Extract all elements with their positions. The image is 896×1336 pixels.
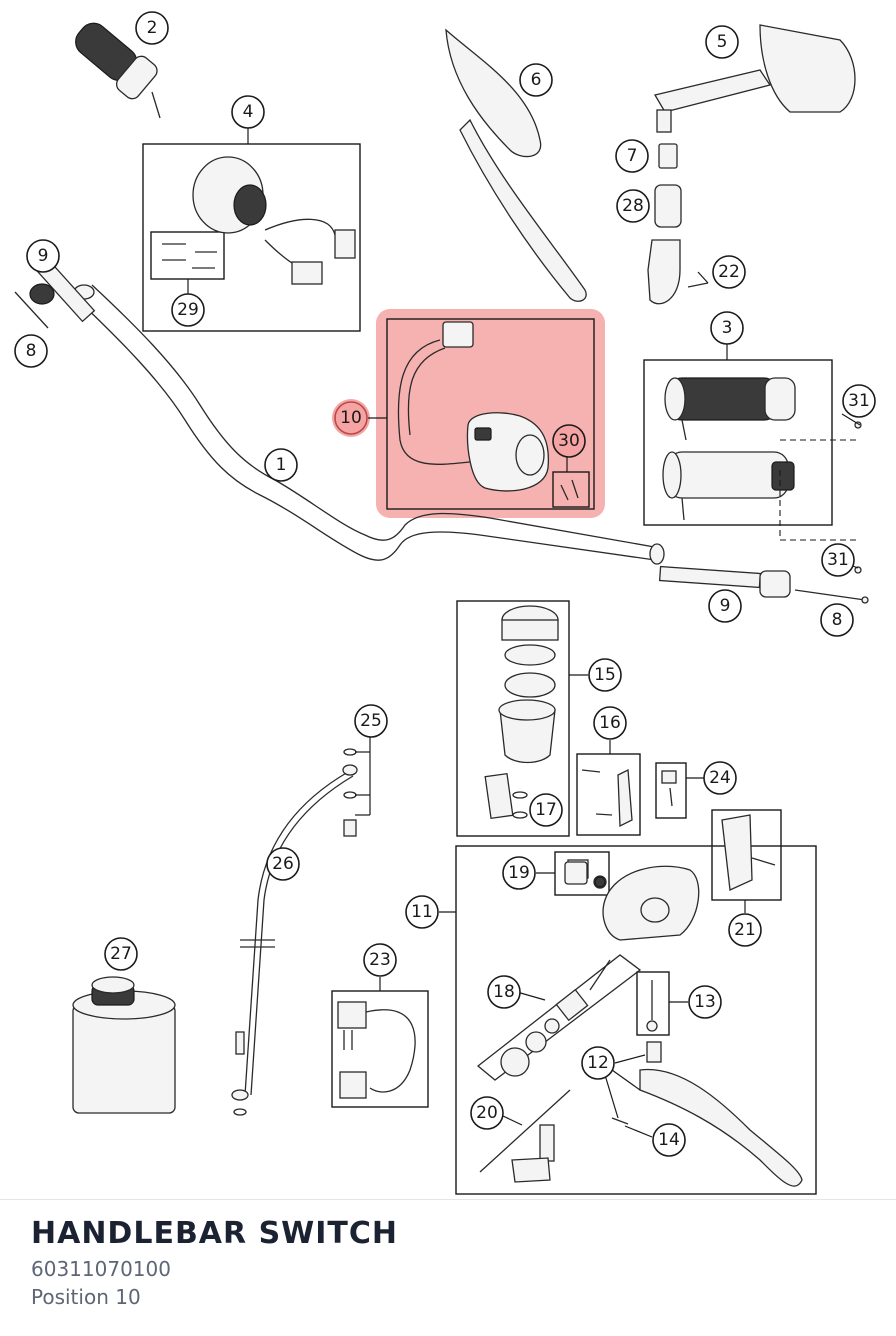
callout-14-label: 14 (658, 1130, 680, 1150)
part-position: Position 10 (31, 1285, 141, 1309)
callout-17-label: 17 (535, 800, 557, 820)
callout-22[interactable]: 22 (712, 255, 746, 289)
part-title: HANDLEBAR SWITCH (31, 1216, 399, 1251)
callout-15-label: 15 (594, 665, 616, 685)
callout-1[interactable]: 1 (264, 448, 298, 482)
callout-9-right-label: 9 (720, 596, 731, 616)
callout-1-label: 1 (276, 455, 287, 475)
callout-26[interactable]: 26 (266, 847, 300, 881)
callout-23-label: 23 (369, 950, 391, 970)
callout-16-label: 16 (599, 713, 621, 733)
part-info-panel: HANDLEBAR SWITCH 60311070100 Position 10 (0, 1199, 896, 1336)
callout-18[interactable]: 18 (487, 975, 521, 1009)
callout-21-label: 21 (734, 920, 756, 940)
callout-11[interactable]: 11 (405, 895, 439, 929)
callout-24-label: 24 (709, 768, 731, 788)
callout-2-label: 2 (147, 18, 158, 38)
callout-9-right[interactable]: 9 (708, 589, 742, 623)
callout-5-label: 5 (717, 32, 728, 52)
callout-8-left[interactable]: 8 (14, 334, 48, 368)
callout-11-label: 11 (411, 902, 433, 922)
callout-12-label: 12 (587, 1053, 609, 1073)
exploded-parts-diagram: 1 2 3 4 5 6 7 8 8 9 9 10 11 12 13 14 15 … (14, 11, 876, 1195)
callout-17[interactable]: 17 (529, 793, 563, 827)
callout-12[interactable]: 12 (581, 1046, 615, 1080)
callout-31-top-label: 31 (848, 391, 870, 411)
callout-3[interactable]: 3 (710, 311, 744, 345)
callout-31-bottom[interactable]: 31 (821, 543, 855, 577)
callout-25[interactable]: 25 (354, 704, 388, 738)
callout-27[interactable]: 27 (104, 937, 138, 971)
callouts: 1 2 3 4 5 6 7 8 8 9 9 10 11 12 13 14 15 … (14, 11, 876, 1157)
callout-28[interactable]: 28 (616, 189, 650, 223)
callout-30-label: 30 (558, 431, 580, 451)
callout-26-label: 26 (272, 854, 294, 874)
callout-10[interactable]: 10 (334, 401, 368, 435)
callout-14[interactable]: 14 (652, 1123, 686, 1157)
callout-9-left-label: 9 (38, 246, 49, 266)
callout-29[interactable]: 29 (171, 293, 205, 327)
callout-20-label: 20 (476, 1103, 498, 1123)
callout-8-left-label: 8 (26, 341, 37, 361)
callout-22-label: 22 (718, 262, 740, 282)
callout-19-label: 19 (508, 863, 530, 883)
callout-24[interactable]: 24 (703, 761, 737, 795)
callout-23[interactable]: 23 (363, 943, 397, 977)
callout-28-label: 28 (622, 196, 644, 216)
callout-29-label: 29 (177, 300, 199, 320)
callout-21[interactable]: 21 (728, 913, 762, 947)
part-number: 60311070100 (31, 1257, 171, 1281)
callout-31-top[interactable]: 31 (842, 384, 876, 418)
callout-31-bottom-label: 31 (827, 550, 849, 570)
callout-13-label: 13 (694, 992, 716, 1012)
callout-18-label: 18 (493, 982, 515, 1002)
callout-16[interactable]: 16 (593, 706, 627, 740)
callout-6[interactable]: 6 (519, 63, 553, 97)
callout-27-label: 27 (110, 944, 132, 964)
callout-5[interactable]: 5 (705, 25, 739, 59)
callout-8-right-label: 8 (832, 610, 843, 630)
callout-2[interactable]: 2 (135, 11, 169, 45)
callout-6-label: 6 (531, 70, 542, 90)
callout-19[interactable]: 19 (502, 856, 536, 890)
callout-4-label: 4 (243, 102, 254, 122)
callout-13[interactable]: 13 (688, 985, 722, 1019)
callout-9-left[interactable]: 9 (26, 239, 60, 273)
callout-7-label: 7 (627, 146, 638, 166)
callout-30[interactable]: 30 (552, 424, 586, 458)
callout-7[interactable]: 7 (615, 139, 649, 173)
callout-15[interactable]: 15 (588, 658, 622, 692)
callout-4[interactable]: 4 (231, 95, 265, 129)
callout-25-label: 25 (360, 711, 382, 731)
callout-10-label: 10 (340, 408, 362, 428)
callout-8-right[interactable]: 8 (820, 603, 854, 637)
callout-3-label: 3 (722, 318, 733, 338)
callout-20[interactable]: 20 (470, 1096, 504, 1130)
